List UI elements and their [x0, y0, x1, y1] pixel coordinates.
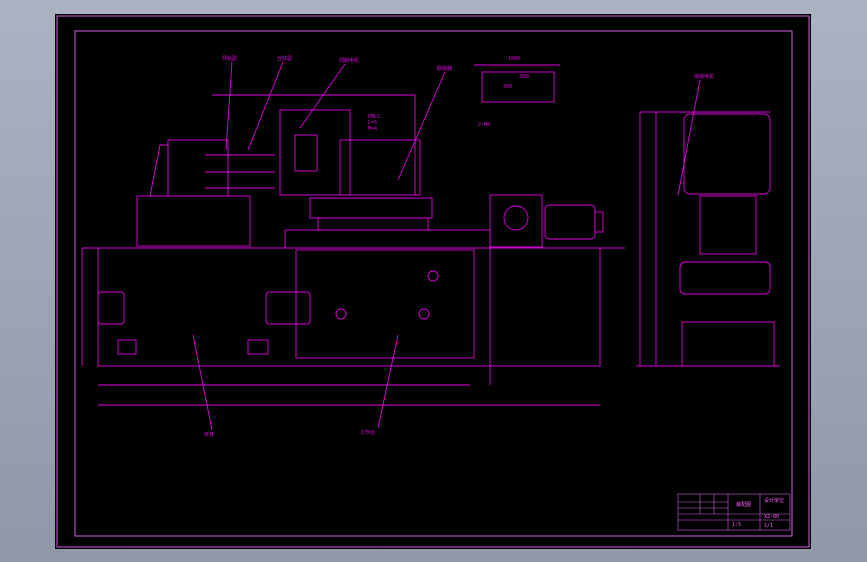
hole-3: [418, 308, 430, 320]
callout-coupling: 联轴器: [437, 65, 452, 72]
leader-4: [397, 71, 446, 181]
callout-table: 工作台: [360, 429, 375, 436]
dim-label-right: 2-M8: [478, 122, 490, 128]
section-detail: [481, 71, 555, 103]
company-name: 设计单位: [764, 497, 784, 504]
leader-6: [192, 334, 213, 431]
left-bracket-box: [167, 139, 229, 197]
title-block: [677, 493, 791, 531]
outer-border: [56, 15, 810, 548]
dim-label-top: 1600: [508, 56, 520, 62]
title-block-text: 装配图 设计单位 XZ-00 1:5 1/1: [732, 497, 784, 529]
drawing-number: XZ-00: [764, 514, 779, 520]
inner-border: [74, 30, 793, 537]
machine-drawing: [81, 61, 780, 431]
bed-slot-left: [97, 291, 125, 325]
sheet-borders: [56, 15, 810, 548]
leader-1: [225, 61, 233, 151]
leader-2: [247, 61, 284, 151]
callout-screw: 丝杠副: [277, 55, 292, 62]
drawing-sheet: [55, 14, 811, 549]
sheet-number: 1/1: [764, 523, 773, 529]
gearbox-wheel: [503, 205, 529, 231]
callout-bed: 床身: [204, 431, 214, 438]
spec-line-2: L=5: [368, 120, 377, 126]
spec-line-1: PMLS: [368, 114, 380, 120]
side-mid: [679, 261, 771, 295]
motor-panel: [339, 139, 421, 196]
gearbox: [489, 194, 543, 248]
motor-housing: [279, 109, 351, 196]
callout-servo: 伺服电机: [339, 57, 359, 64]
hole-2: [335, 308, 347, 320]
title-block-frame: [677, 493, 791, 531]
spec-line-3: M=4: [368, 126, 377, 132]
hole-1: [427, 270, 439, 282]
side-top: [683, 113, 771, 195]
leader-5: [677, 79, 701, 196]
side-upper-body: [699, 195, 757, 255]
bed-inner: [295, 249, 475, 359]
motor-window: [294, 134, 318, 172]
callout-guide-rail: 导轨副: [222, 55, 237, 62]
foot-mid: [247, 339, 269, 355]
dim-label-sub: 350: [503, 84, 512, 90]
drawing-scale: 1:5: [732, 522, 741, 528]
bed-slot-mid: [265, 291, 311, 325]
drawing-title: 装配图: [736, 501, 751, 508]
callout-gearmotor: 减速电机: [694, 73, 714, 80]
callout-labels: 导轨副 丝杠副 伺服电机 联轴器 减速电机 床身 工作台 PMLS L=5 M=…: [204, 55, 714, 438]
dim-label-sub2: 800: [520, 74, 529, 80]
leader-3: [299, 63, 346, 129]
leader-7: [377, 334, 399, 429]
motor-fan: [594, 211, 604, 233]
foot-left: [117, 339, 137, 355]
